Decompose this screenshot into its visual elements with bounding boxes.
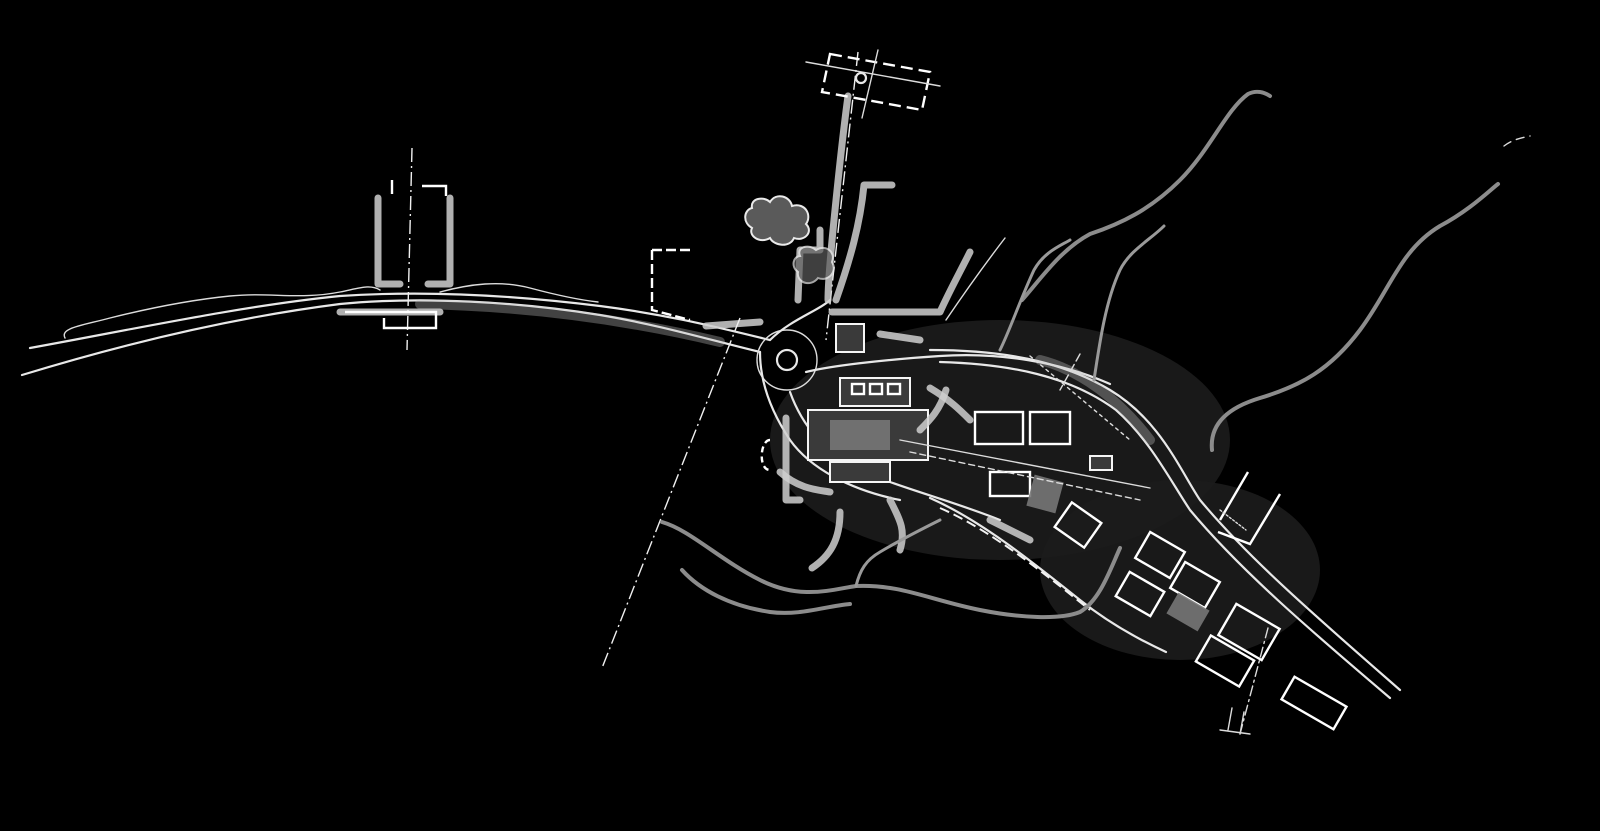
north-boulevard <box>794 49 941 341</box>
northeast-block <box>1217 471 1282 546</box>
southeast-road <box>928 496 1168 654</box>
river-northeast <box>1092 135 1531 452</box>
main-road-east <box>928 348 1402 700</box>
road-edge-west <box>63 282 599 339</box>
main-road-west <box>20 292 772 377</box>
southeast-blocks <box>1114 530 1349 735</box>
central-buildings <box>760 377 974 504</box>
west-monument <box>345 147 454 351</box>
eastern-blocks <box>899 410 1151 550</box>
river-lower <box>660 518 1122 620</box>
southwest-axis <box>601 317 741 669</box>
river-north <box>998 89 1272 352</box>
tree-cluster <box>744 195 835 285</box>
north-east-blocks <box>650 237 1006 353</box>
slope-edges <box>776 386 950 572</box>
